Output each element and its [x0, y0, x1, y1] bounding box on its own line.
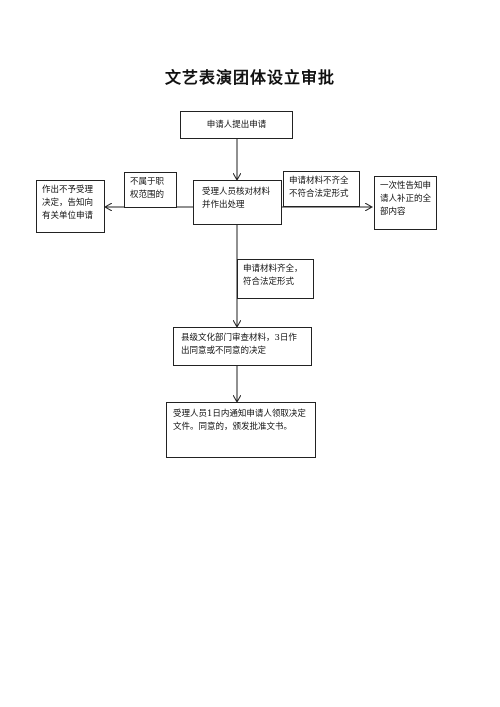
reject-notice-node: 作出不予受理决定，告知向有关单位申请 [36, 180, 105, 233]
supplement-notice-node: 一次性告知申请人补正的全部内容 [374, 176, 437, 230]
review-node: 受理人员核对材料并作出处理 [193, 180, 282, 225]
apply-node: 申请人提出申请 [180, 111, 293, 139]
final-notice-node: 受理人员1日内通知申请人领取决定文件。同意的，颁发批准文书。 [166, 402, 316, 458]
out-of-scope-label: 不属于职权范围的 [124, 172, 177, 208]
county-review-node: 县级文化部门审查材料，3日作出同意或不同意的决定 [173, 327, 312, 366]
page-title: 文艺表演团体设立审批 [164, 68, 335, 87]
complete-label: 申请材料齐全，符合法定形式 [237, 259, 314, 299]
incomplete-label: 申请材料不齐全不符合法定形式 [283, 171, 360, 207]
